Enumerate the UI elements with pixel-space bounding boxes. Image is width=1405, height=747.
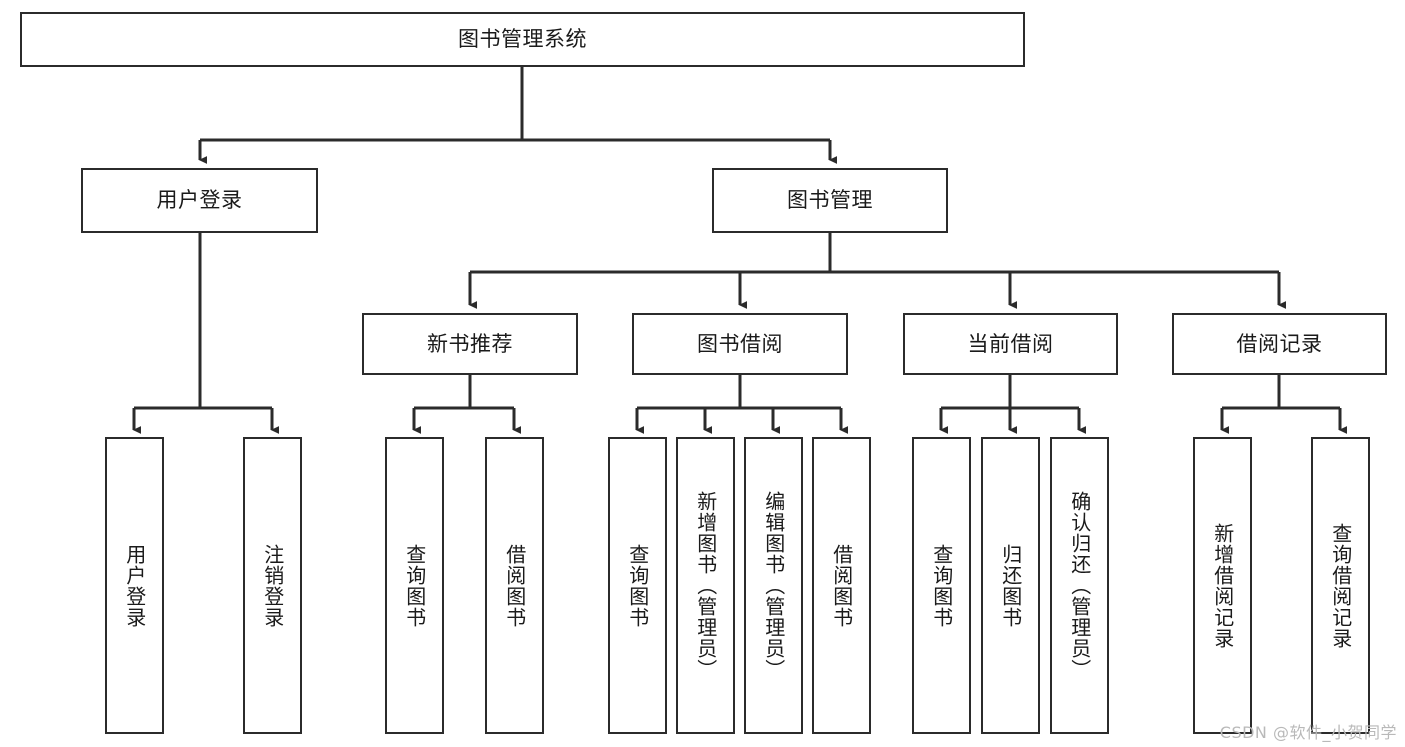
node-label: 查询图书: [625, 543, 650, 628]
node-label: 借阅记录: [1236, 331, 1323, 356]
node-user-login[interactable]: 用户登录: [81, 168, 318, 233]
node-label: 归还图书: [998, 543, 1023, 628]
node-borrow-record[interactable]: 借阅记录: [1172, 313, 1387, 375]
leaf-edit-book-admin[interactable]: 编辑图书（管理员）: [744, 437, 803, 734]
node-label: 编辑图书（管理员）: [761, 491, 786, 680]
node-root-system[interactable]: 图书管理系统: [20, 12, 1025, 67]
node-label: 查询图书: [402, 543, 427, 628]
node-label: 注销登录: [260, 543, 285, 628]
node-label: 用户登录: [122, 543, 147, 628]
leaf-add-book-admin[interactable]: 新增图书（管理员）: [676, 437, 735, 734]
leaf-query-book-borrow[interactable]: 查询图书: [608, 437, 667, 734]
node-label: 查询图书: [929, 543, 954, 628]
node-book-manage[interactable]: 图书管理: [712, 168, 948, 233]
leaf-user-login[interactable]: 用户登录: [105, 437, 164, 734]
node-current-borrow[interactable]: 当前借阅: [903, 313, 1118, 375]
leaf-logout-login[interactable]: 注销登录: [243, 437, 302, 734]
node-book-borrow[interactable]: 图书借阅: [632, 313, 848, 375]
node-label: 图书管理: [787, 188, 873, 213]
leaf-return-book[interactable]: 归还图书: [981, 437, 1040, 734]
node-label: 用户登录: [156, 188, 243, 213]
leaf-borrow-book-recommend[interactable]: 借阅图书: [485, 437, 544, 734]
node-label: 当前借阅: [967, 331, 1054, 356]
node-label: 借阅图书: [502, 543, 527, 628]
leaf-confirm-return-admin[interactable]: 确认归还（管理员）: [1050, 437, 1109, 734]
leaf-add-borrow-record[interactable]: 新增借阅记录: [1193, 437, 1252, 734]
node-label: 图书借阅: [697, 331, 783, 356]
leaf-borrow-book[interactable]: 借阅图书: [812, 437, 871, 734]
node-label: 确认归还（管理员）: [1067, 491, 1092, 680]
leaf-query-book-current[interactable]: 查询图书: [912, 437, 971, 734]
node-label: 查询借阅记录: [1328, 522, 1353, 649]
leaf-query-book-recommend[interactable]: 查询图书: [385, 437, 444, 734]
node-label: 新增借阅记录: [1210, 522, 1235, 649]
node-label: 新书推荐: [427, 331, 513, 356]
leaf-query-borrow-record[interactable]: 查询借阅记录: [1311, 437, 1370, 734]
csdn-watermark: CSDN @软件_小贺同学: [1219, 723, 1397, 742]
node-new-book-recommend[interactable]: 新书推荐: [362, 313, 578, 375]
node-label: 新增图书（管理员）: [693, 491, 718, 680]
node-label: 图书管理系统: [458, 27, 587, 52]
node-label: 借阅图书: [829, 543, 854, 628]
